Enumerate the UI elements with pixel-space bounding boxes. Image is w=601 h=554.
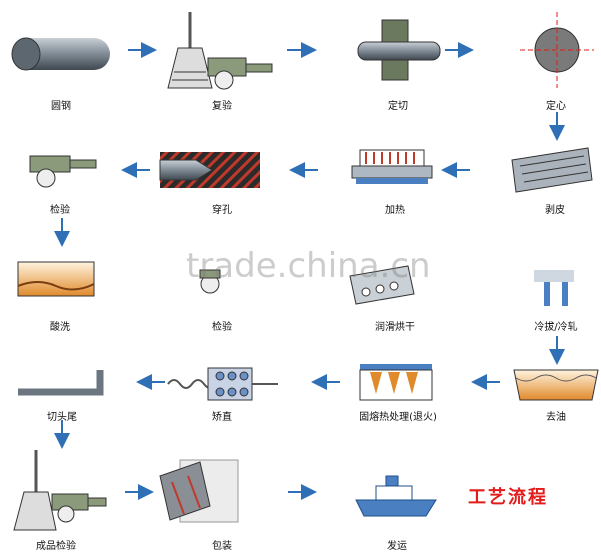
step-label: 定心 [546,101,566,112]
pickling-illustration [17,261,95,297]
heating-illustration [351,149,433,184]
step-label: 检验 [212,322,232,333]
step-label: 剥皮 [545,205,565,216]
watermark: trade.china.cn [186,246,431,286]
centering-illustration [520,12,594,88]
solution-treatment-illustration [359,364,433,401]
step-label: 成品检验 [36,541,76,552]
step-label: 矫直 [212,412,232,423]
inspection-2-illustration [199,269,221,294]
flow-arrows [54,42,565,500]
peeling-illustration [511,147,593,193]
cold-drawing-illustration [534,270,574,306]
final-inspection-illustration [13,450,107,531]
step-label: 切头尾 [47,412,77,423]
round-bar-illustration [11,37,110,71]
degreasing-illustration [513,369,599,401]
piercing-illustration [159,152,260,188]
step-label: 固熔热处理(退火) [359,412,437,423]
shipping-illustration [355,475,437,517]
step-label: 圆钢 [51,101,71,112]
inspection-illustration [29,155,97,188]
step-label: 穿孔 [212,205,232,216]
step-label: 去油 [546,412,566,423]
step-label: 检验 [50,205,70,216]
step-label: 复验 [212,101,232,112]
step-label: 冷拔/冷轧 [534,322,578,333]
lubrication-drying-illustration [349,265,415,305]
straightening-illustration [167,367,278,401]
end-cutting-illustration [18,370,104,396]
reinspection-illustration [167,12,273,90]
cutting-illustration [357,19,441,81]
packing-illustration [159,459,239,523]
step-label: 发运 [387,541,407,552]
step-label: 加热 [385,205,405,216]
step-label: 酸洗 [50,322,70,333]
step-label: 定切 [388,101,408,112]
step-label: 包装 [212,541,232,552]
process-title: 工艺流程 [468,487,548,508]
step-label: 润滑烘干 [375,322,415,333]
